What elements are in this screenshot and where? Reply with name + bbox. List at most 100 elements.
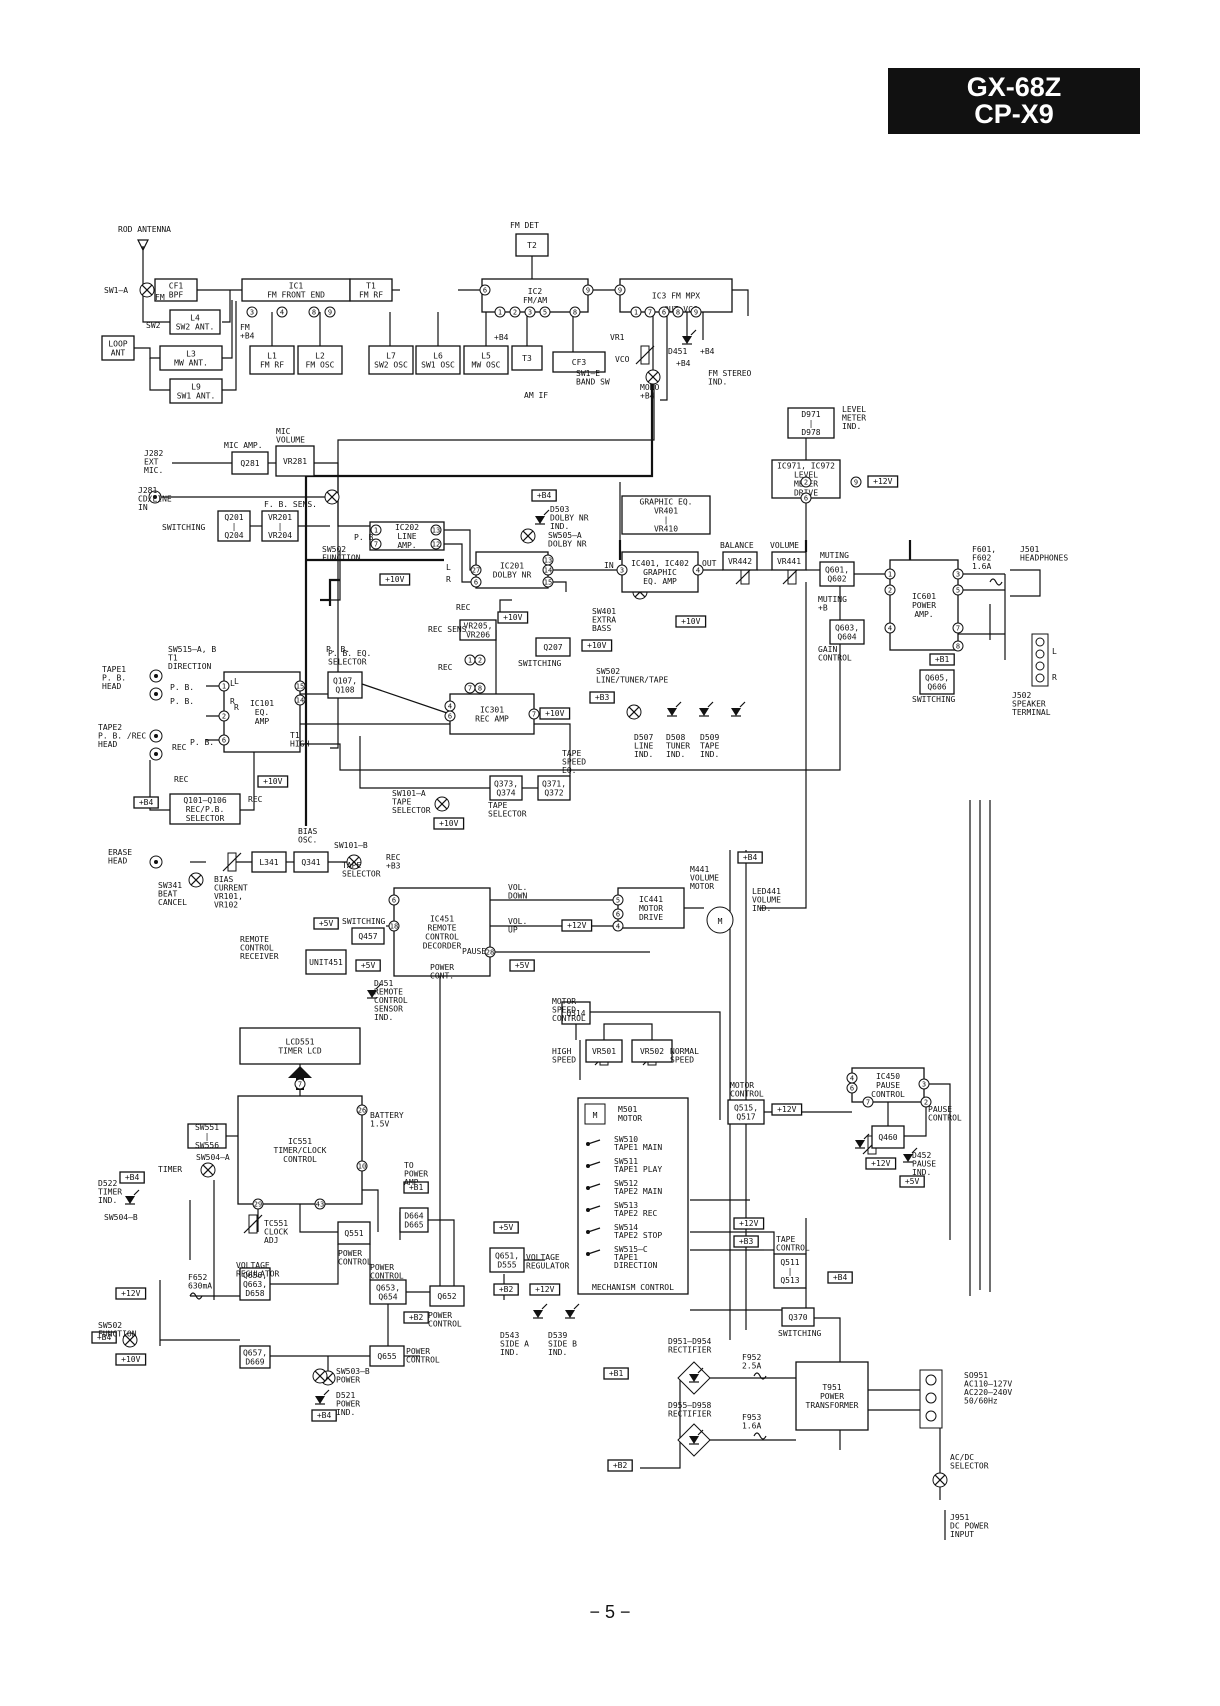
pin-number-label: 14 [544, 567, 552, 575]
pin-number: 1 [494, 306, 506, 318]
annotation-label: D951—D954 [668, 1337, 712, 1346]
pin-number-label: 2 [804, 479, 808, 487]
power-rail-tag: +12V [865, 1157, 897, 1170]
pin-number: 15 [542, 576, 554, 588]
power-rail-label: +B4 [139, 798, 154, 807]
annotation-label: REMOTE [240, 935, 269, 944]
block-label: | [232, 522, 237, 531]
pin-number-label: 4 [696, 567, 700, 575]
annotation-label: P. B. [170, 683, 194, 692]
ac-socket-icon [919, 1369, 943, 1429]
mechanism-switch-label: SW510 [614, 1135, 638, 1144]
annotation-label: OSC. [298, 836, 317, 845]
power-rail-label: +10V [385, 575, 404, 584]
pin-number: 13 [542, 554, 554, 566]
annotation-label: SW515—A, B [168, 645, 216, 654]
pin-number: 13 [430, 524, 442, 536]
annotation-label: CD/LINE [138, 495, 172, 504]
annotation-label: REC [386, 853, 401, 862]
annotation-label: CONT. [430, 972, 454, 981]
annotation-label: J951 [950, 1513, 969, 1522]
pin-number-label: 1 [374, 527, 378, 535]
block-label: UNIT451 [309, 958, 343, 967]
power-rail-label: +B4 [317, 1411, 332, 1420]
pin-number-label: 29 [254, 1201, 262, 1209]
block-label: DRIVE [639, 913, 663, 922]
jack-icon [148, 490, 162, 504]
pin-number: 1 [370, 524, 382, 536]
annotation-label: SWITCHING [912, 695, 956, 704]
annotation-label: VOLUME [770, 541, 799, 550]
pin-number-label: 6 [662, 309, 666, 317]
annotation-label: IND. [500, 1348, 519, 1357]
pin-number: 2 [920, 1096, 932, 1108]
pin-number: 29 [252, 1198, 264, 1210]
pin-number-label: 9 [694, 309, 698, 317]
power-rail-label: +B1 [609, 1369, 624, 1378]
annotation-label: SWITCHING [778, 1329, 822, 1338]
block-label: VR401 [654, 507, 678, 516]
annotation-label: OUT [702, 559, 717, 568]
annotation-label: TAPE [488, 801, 507, 810]
block-q515: Q515,Q517 [727, 1099, 765, 1125]
annotation-label: 1.6A [972, 562, 991, 571]
annotation-label: CONTROL [374, 996, 408, 1005]
headphone-jack-icon [1010, 569, 1041, 597]
block-label: LINE [397, 532, 416, 541]
pin-number: 2 [884, 584, 896, 596]
annotation-label: PAUSE [912, 1160, 936, 1169]
pin-number: 6 [444, 710, 456, 722]
block-label: VR206 [466, 631, 490, 640]
annotation-label: BATTERY [370, 1111, 404, 1120]
block-q605: Q605,Q606 [919, 669, 955, 695]
switch-icon [520, 528, 536, 544]
block-label: VR204 [268, 531, 292, 540]
annotation-label: IND. [912, 1168, 931, 1177]
mechanism-caption: MECHANISM CONTROL [592, 1283, 674, 1292]
signal-wire [534, 723, 571, 776]
annotation-label: LEVEL [842, 405, 866, 414]
signal-wire [222, 300, 233, 359]
block-label: Q513 [780, 1276, 799, 1285]
annotation-label: SW502 [322, 545, 346, 554]
annotation-label: REC [174, 775, 189, 784]
annotation-label: FM [240, 323, 250, 332]
power-rail-tag: +12V [561, 919, 593, 932]
block-label: Q606 [927, 683, 946, 692]
annotation-label: HEAD [108, 857, 127, 866]
block-label: | [278, 522, 283, 531]
jack-icon [149, 687, 163, 701]
annotation-label: SIDE A [500, 1340, 529, 1349]
pin-number-label: 28 [486, 949, 494, 957]
led-diode-icon [903, 1147, 918, 1163]
annotation-label: P. B. /REC [98, 732, 146, 741]
power-rail-label: +B1 [935, 655, 950, 664]
annotation-label: SW504—A [196, 1153, 230, 1162]
power-rail-tag: +10V [433, 817, 465, 830]
power-rail-label: +12V [535, 1285, 554, 1294]
power-rail-tag: +B4 [827, 1271, 853, 1284]
annotation-label: SW401 [592, 607, 616, 616]
pin-number: 5 [952, 584, 964, 596]
annotation-label: VR102 [214, 901, 238, 910]
annotation-label: +B4 [676, 359, 691, 368]
annotation-label: D521 [336, 1391, 355, 1400]
annotation-label: TC551 [264, 1219, 288, 1228]
annotation-label: 2.5A [742, 1362, 761, 1371]
pin-number-label: 6 [804, 495, 808, 503]
annotation-label: P. B. [102, 674, 126, 683]
pin-number: 28 [484, 946, 496, 958]
annotation-label: TUNER [666, 742, 690, 751]
signal-wire [149, 760, 170, 811]
model-badge: GX-68Z CP-X9 [888, 68, 1140, 134]
power-rail-label: +10V [503, 613, 522, 622]
power-rail-tag: +12V [771, 1103, 803, 1116]
annotation-label: SW505—A [548, 531, 582, 540]
block-label: Q517 [736, 1113, 755, 1122]
mechanism-switch-label: DIRECTION [614, 1261, 658, 1270]
block-label: IC441 [639, 895, 663, 904]
annotation-label: HIGH [552, 1047, 571, 1056]
